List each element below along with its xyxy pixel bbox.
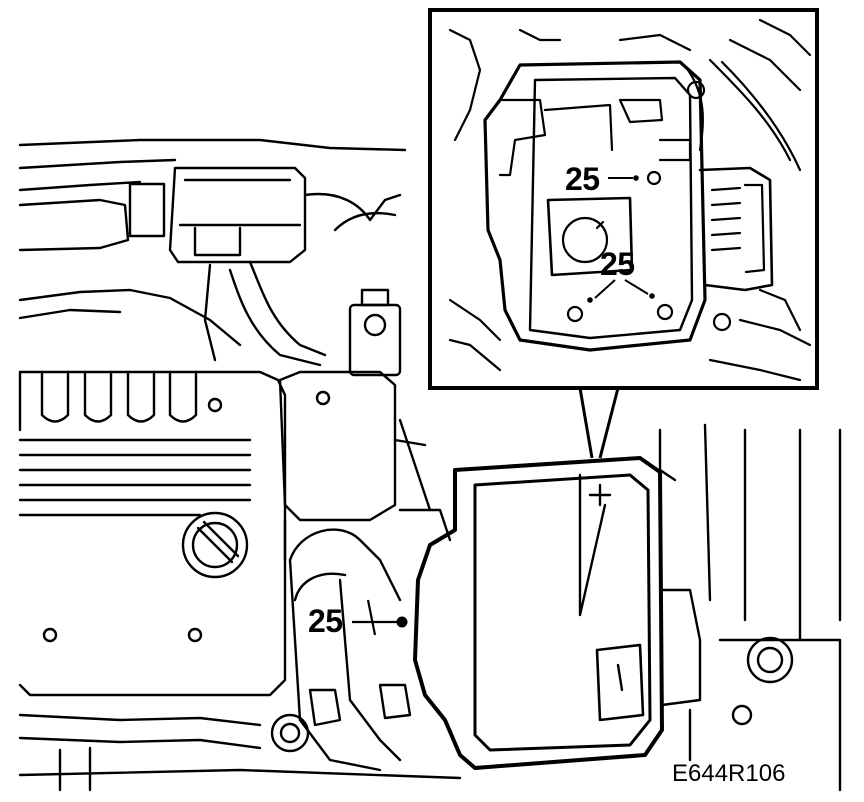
figure-code: E644R106 [672, 760, 785, 787]
battery-box [396, 456, 702, 770]
callout-label-inset-lower: 25 [600, 246, 635, 282]
engine-bay-linework [18, 138, 842, 792]
callout-label-main: 25 [308, 603, 343, 639]
main-callout-leader [352, 599, 398, 636]
inset-leader [578, 387, 620, 459]
callout-label-inset-upper: 25 [565, 161, 600, 197]
inset-detail [428, 8, 819, 390]
